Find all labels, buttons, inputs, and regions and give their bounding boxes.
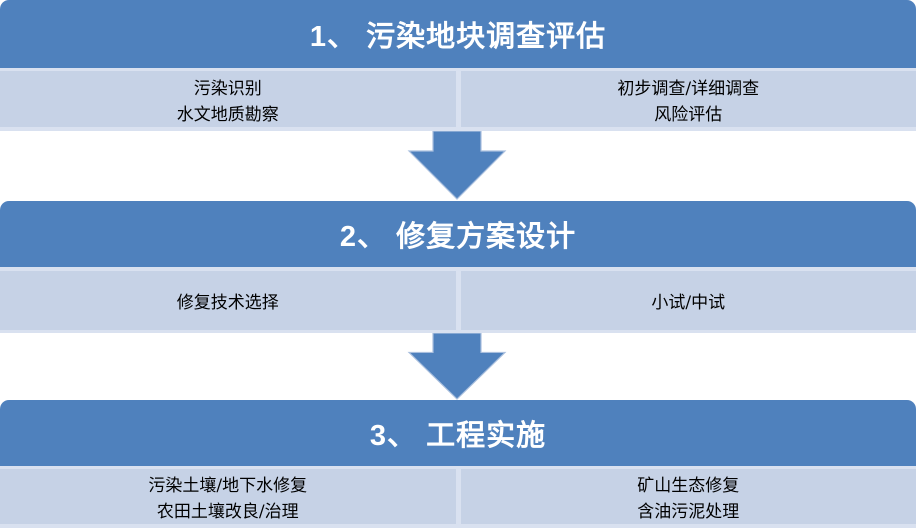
stage-1-header: 1、 污染地块调查评估 (0, 0, 916, 68)
stage-2-column-divider (455, 271, 461, 330)
stage-1-right-item: 初步调查/详细调查 (617, 78, 760, 99)
stage-1-left-column: 污染识别 水文地质勘察 (0, 71, 456, 127)
stage-1-left-item: 水文地质勘察 (176, 104, 279, 125)
stage-3-left-column: 污染土壤/地下水修复 农田土壤改良/治理 (0, 469, 456, 524)
stage-1-left-item: 污染识别 (193, 78, 262, 99)
stage-3-right-item: 含油污泥处理 (637, 501, 740, 522)
stage-3-left-item: 农田土壤改良/治理 (156, 501, 299, 522)
stage-1-column-divider (455, 71, 461, 127)
stage-1-right-column: 初步调查/详细调查 风险评估 (461, 71, 916, 127)
stage-2-title: 2、 修复方案设计 (339, 221, 577, 253)
stage-3-cells: 污染土壤/地下水修复 农田土壤改良/治理 矿山生态修复 含油污泥处理 (0, 466, 916, 528)
stage-2-header: 2、 修复方案设计 (0, 201, 916, 267)
stage-3-right-column: 矿山生态修复 含油污泥处理 (461, 469, 916, 524)
stage-1-right-item: 风险评估 (654, 104, 723, 125)
stage-1-cells: 污染识别 水文地质勘察 初步调查/详细调查 风险评估 (0, 68, 916, 131)
stage-3-left-item: 污染土壤/地下水修复 (148, 476, 308, 497)
stage-3-right-item: 矿山生态修复 (637, 476, 740, 497)
stage-2-left-column: 修复技术选择 (0, 271, 456, 330)
down-arrow-icon (407, 131, 507, 200)
stage-2-cells: 修复技术选择 小试/中试 (0, 267, 916, 333)
stage-3-column-divider (455, 469, 461, 524)
stage-1-title: 1、 污染地块调查评估 (309, 21, 607, 53)
down-arrow-icon (407, 333, 507, 400)
stage-2-right-column: 小试/中试 (461, 271, 916, 330)
stage-3-title: 3、 工程实施 (369, 420, 547, 452)
stage-3-header: 3、 工程实施 (0, 400, 916, 466)
stage-2-left-item: 修复技术选择 (176, 293, 279, 313)
stage-2-right-item: 小试/中试 (651, 293, 726, 313)
